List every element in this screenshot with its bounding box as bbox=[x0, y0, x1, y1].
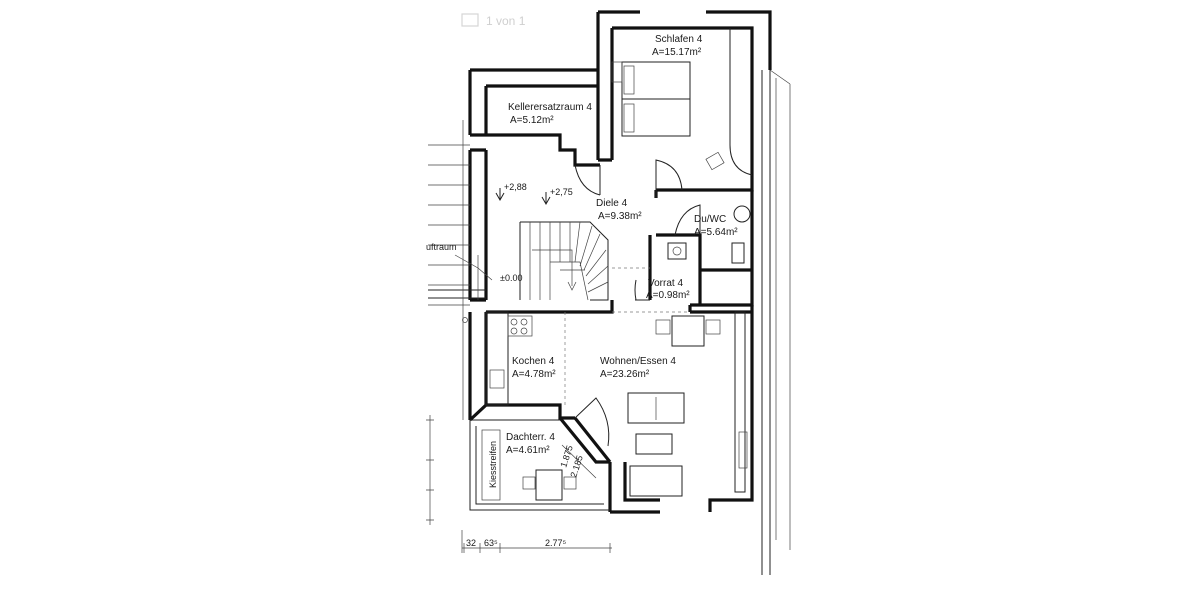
openings bbox=[564, 267, 690, 405]
doors bbox=[574, 159, 701, 447]
coffee-table bbox=[635, 433, 673, 455]
furniture bbox=[485, 28, 753, 497]
room-name-kellerersatzraum: Kellerersatzraum 4 bbox=[508, 102, 592, 113]
kiesstreifen-strip bbox=[481, 429, 501, 501]
left-hatch-lines bbox=[428, 144, 470, 306]
washbasin bbox=[667, 242, 687, 260]
terrace-chair bbox=[563, 476, 577, 490]
luftraum-label: uftraum bbox=[426, 242, 457, 252]
viewer-header: 1 von 1 bbox=[461, 13, 526, 28]
room-name-wohnen: Wohnen/Essen 4 bbox=[600, 356, 676, 367]
dim-line-bottom bbox=[461, 530, 612, 553]
door-terrace bbox=[574, 397, 610, 447]
desk-chair bbox=[705, 151, 725, 171]
pillow bbox=[623, 65, 635, 95]
dim-bottom-1: 32 bbox=[466, 538, 476, 548]
level-label-1: +2,88 bbox=[504, 182, 527, 192]
terrace-table bbox=[535, 469, 563, 501]
terrace-outline bbox=[469, 419, 610, 511]
room-labels: Schlafen 4 A=15.17m² Kellerersatzraum 4 … bbox=[506, 34, 738, 456]
stair-outline bbox=[519, 221, 609, 301]
level-label-3: ±0.00 bbox=[500, 273, 522, 283]
hob bbox=[520, 327, 528, 335]
dining-chair bbox=[655, 319, 671, 335]
terrace: Kiesstreifen bbox=[469, 419, 610, 511]
room-name-dachterrasse: Dachterr. 4 bbox=[506, 432, 555, 443]
facade-lines bbox=[769, 69, 791, 550]
wardrobe bbox=[729, 28, 753, 176]
dining-table bbox=[671, 315, 705, 347]
page-icon bbox=[461, 13, 479, 27]
washbasin-bowl bbox=[672, 246, 682, 256]
room-name-duwc: Du/WC bbox=[694, 214, 726, 225]
level-markers: +2,88 +2,75 ±0.00 bbox=[495, 182, 573, 283]
room-area-kochen: A=4.78m² bbox=[512, 369, 556, 380]
wall-bottom bbox=[558, 416, 660, 514]
dining-chair bbox=[705, 319, 721, 335]
level-marker-1 bbox=[495, 188, 505, 202]
dim-line-diagonal bbox=[561, 444, 597, 479]
door-kellerersatz bbox=[574, 164, 601, 196]
dim-bottom-2: 63⁵ bbox=[484, 538, 498, 548]
room-area-duwc: A=5.64m² bbox=[694, 227, 738, 238]
level-marker-2 bbox=[541, 192, 551, 206]
left-dim-line bbox=[426, 415, 434, 525]
room-area-wohnen: A=23.26m² bbox=[600, 369, 650, 380]
left-structure bbox=[454, 120, 493, 420]
kitchen-counter bbox=[485, 311, 509, 406]
room-area-dachterrasse: A=4.61m² bbox=[506, 445, 550, 456]
sideboard bbox=[734, 311, 746, 493]
wall-east bbox=[688, 305, 754, 512]
hob bbox=[510, 327, 518, 335]
room-name-kochen: Kochen 4 bbox=[512, 356, 555, 367]
room-area-vorrat: A=0.98m² bbox=[646, 290, 690, 301]
nightstand bbox=[611, 61, 623, 83]
cooktop bbox=[507, 315, 533, 337]
left-exterior: uftraum bbox=[426, 120, 493, 525]
kiesstreifen-label: Kiesstreifen bbox=[488, 441, 498, 488]
page-indicator: 1 von 1 bbox=[486, 14, 526, 28]
kitchen-sink bbox=[489, 369, 505, 389]
tv bbox=[738, 431, 748, 469]
left-marker bbox=[462, 317, 468, 323]
sofa bbox=[627, 392, 685, 424]
room-name-schlafen: Schlafen 4 bbox=[655, 34, 703, 45]
dim-bottom-3: 2.77⁵ bbox=[545, 538, 567, 548]
level-label-2: +2,75 bbox=[550, 187, 573, 197]
room-area-schlafen: A=15.17m² bbox=[652, 47, 702, 58]
stair-treads bbox=[529, 221, 609, 301]
room-area-kellerersatzraum: A=5.12m² bbox=[510, 115, 554, 126]
shower-drain bbox=[733, 205, 751, 223]
staircase bbox=[519, 221, 609, 301]
door-vorrat bbox=[634, 279, 650, 301]
left-rail bbox=[428, 289, 486, 299]
room-name-vorrat: Vorrat 4 bbox=[648, 278, 683, 289]
pillow bbox=[623, 103, 635, 133]
opening-dashed bbox=[564, 267, 690, 405]
building-edge-right bbox=[761, 70, 771, 575]
room-name-diele: Diele 4 bbox=[596, 198, 628, 209]
dimensions: 32 63⁵ 2.77⁵ 1.875 2.185 bbox=[461, 444, 612, 553]
room-area-diele: A=9.38m² bbox=[598, 211, 642, 222]
door-duwc bbox=[674, 204, 701, 236]
wall-west bbox=[468, 68, 600, 167]
door-schlafen bbox=[655, 159, 683, 198]
stair-arrow bbox=[532, 249, 577, 291]
toilet bbox=[731, 242, 745, 264]
armchair bbox=[629, 465, 683, 497]
terrace-chair bbox=[522, 476, 536, 490]
hob bbox=[510, 318, 518, 326]
hob bbox=[520, 318, 528, 326]
